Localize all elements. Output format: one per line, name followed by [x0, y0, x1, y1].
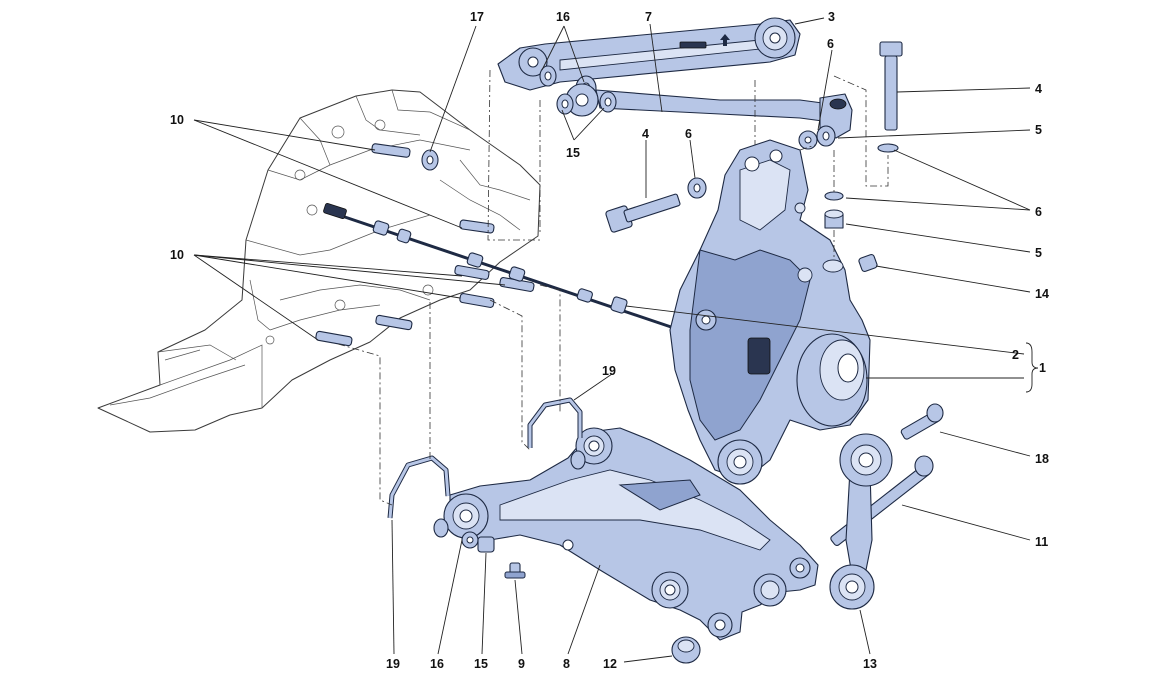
label-10-top: 10: [170, 113, 184, 127]
subframe-bracket: [97, 89, 541, 433]
assembly-lines: [337, 69, 889, 506]
clip-19-mid: [527, 397, 583, 448]
label-19-bottom: 19: [386, 657, 400, 671]
upper-control-arm: [497, 17, 801, 91]
bolt-4-vertical: [879, 41, 903, 131]
fitting-9: [504, 562, 526, 579]
label-11: 11: [1035, 535, 1048, 549]
label-4-mid: 4: [642, 127, 649, 141]
label-18: 18: [1035, 452, 1049, 466]
bolt-18: [900, 403, 944, 440]
label-5-mid: 5: [1035, 246, 1042, 260]
label-8: 8: [563, 657, 570, 671]
label-4-right: 4: [1035, 82, 1042, 96]
label-1: 1: [1039, 361, 1046, 375]
label-3: 3: [828, 10, 835, 24]
label-2: 2: [1012, 348, 1019, 362]
toe-link-rod: [556, 83, 853, 139]
callout-labels: 17 16 7 3 6 4 10 4 6 5 15 6 5 10 14 2 1 …: [170, 10, 1049, 671]
nut-14: [858, 253, 878, 273]
clip-19-bottom: [387, 455, 451, 519]
label-12: 12: [603, 657, 617, 671]
label-15-top: 15: [566, 146, 580, 160]
label-9: 9: [518, 657, 525, 671]
label-15-bottom: 15: [474, 657, 488, 671]
leader-lines: [193, 17, 1039, 663]
wheel-knuckle-hub: [669, 139, 871, 485]
bolt-4-horizontal: [605, 177, 707, 233]
label-16-top: 16: [556, 10, 570, 24]
label-5-top: 5: [1035, 123, 1042, 137]
label-7: 7: [645, 10, 652, 24]
label-17: 17: [470, 10, 484, 24]
vertical-link-13: [829, 433, 893, 610]
nut-12: [671, 636, 701, 664]
washer-17: [421, 149, 439, 171]
washers-nuts-right: [798, 125, 899, 229]
label-6-mid: 6: [685, 127, 692, 141]
tie-rod-2: [323, 202, 681, 332]
label-6-right: 6: [1035, 205, 1042, 219]
label-19-mid: 19: [602, 364, 616, 378]
label-14: 14: [1035, 287, 1049, 301]
stud-bolts-10: [315, 143, 535, 347]
label-13: 13: [863, 657, 877, 671]
label-16-bottom: 16: [430, 657, 444, 671]
label-6-top: 6: [827, 37, 834, 51]
lower-control-arm: [433, 427, 819, 641]
nut-15-bottom: [477, 536, 495, 553]
label-10-mid: 10: [170, 248, 184, 262]
